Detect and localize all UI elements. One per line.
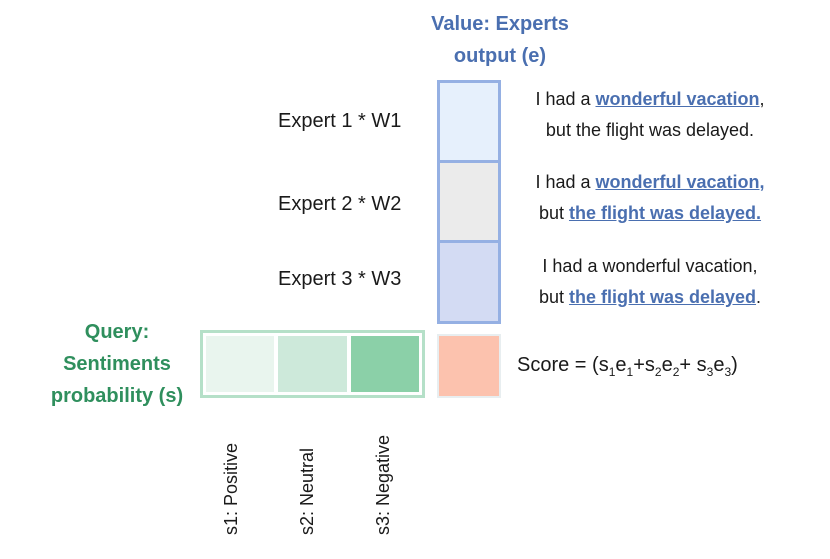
score-box — [437, 334, 501, 398]
value-column — [437, 80, 501, 324]
sentence-3-line1-text: I had a wonderful vacation, — [542, 256, 758, 276]
sentiment-neutral-label: s2: Neutral — [297, 447, 317, 535]
expert-1-label: Expert 1 * W1 — [278, 110, 402, 132]
sentiment-positive-cell — [206, 336, 275, 392]
expert-2-label: Expert 2 * W2 — [278, 193, 402, 215]
value-title-line2: output (e) — [453, 45, 547, 67]
score-s1-sub: 1 — [608, 365, 616, 379]
query-title-line1: Query: — [84, 321, 150, 343]
sentence-3-line2-text: but — [538, 287, 569, 307]
score-prefix: Score = (s — [517, 354, 609, 376]
query-row — [200, 330, 425, 398]
sentence-2-line2-text: but — [538, 203, 569, 223]
score-e2-sub: 2 — [672, 365, 680, 379]
score-plus1: +s — [633, 354, 655, 376]
score-suffix: ) — [731, 354, 738, 376]
sentence-2-line2-highlight: the flight was delayed. — [568, 203, 762, 223]
score-s3-sub: 3 — [706, 365, 714, 379]
score-e3: e — [713, 354, 725, 376]
expert-2-cell — [440, 163, 498, 243]
expert-1-cell — [440, 83, 498, 163]
score-formula: Score = (s1e1+s2e2+ s3e3) — [517, 354, 738, 379]
value-title: Value: Experts output (e) — [385, 8, 615, 72]
sentiment-negative-label: s3: Negative — [373, 434, 393, 535]
sentence-1: I had a wonderful vacation, but the flig… — [505, 84, 795, 146]
sentence-1-line1-highlight: wonderful vacation — [595, 89, 760, 109]
sentiment-positive-label: s1: Positive — [221, 442, 241, 535]
score-e1: e — [615, 354, 627, 376]
value-title-line1: Value: Experts — [431, 13, 569, 35]
sentence-1-line1-text: I had a — [535, 89, 596, 109]
sentence-2-line1-highlight: wonderful vacation, — [595, 172, 765, 192]
sentence-1-line1-tail: , — [759, 89, 765, 109]
sentence-3-line2-tail: . — [756, 287, 762, 307]
score-s2-sub: 2 — [654, 365, 662, 379]
sentiment-negative-cell — [350, 336, 419, 392]
expert-3-label: Expert 3 * W3 — [278, 268, 402, 290]
score-e1-sub: 1 — [626, 365, 634, 379]
sentiment-neutral-cell — [278, 336, 347, 392]
query-title-line2: Sentiments — [63, 353, 171, 375]
query-title-line3: probability (s) — [50, 385, 184, 407]
expert-3-cell — [440, 243, 498, 321]
sentence-1-line2-text: but the flight was delayed. — [545, 120, 755, 140]
score-e3-sub: 3 — [724, 365, 732, 379]
sentence-2-line1-text: I had a — [535, 172, 596, 192]
query-title: Query: Sentiments probability (s) — [22, 316, 212, 412]
score-e2: e — [661, 354, 673, 376]
sentence-3: I had a wonderful vacation, but the flig… — [505, 251, 795, 313]
sentence-2: I had a wonderful vacation, but the flig… — [505, 167, 795, 229]
score-plus2: + s — [679, 354, 707, 376]
sentence-3-line2-highlight: the flight was delayed — [568, 287, 757, 307]
